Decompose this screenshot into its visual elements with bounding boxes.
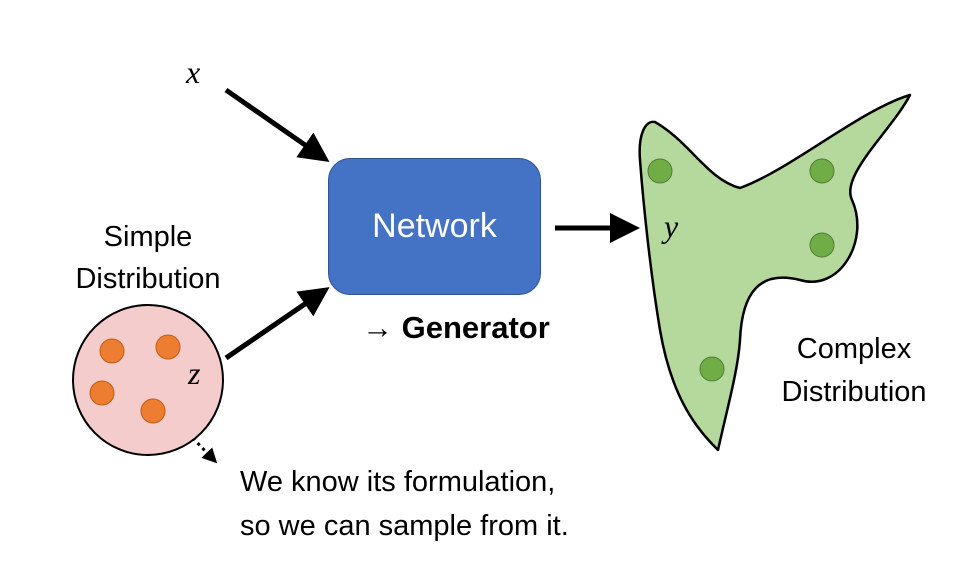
complex-sample-dot [699,356,725,382]
sample-note-line2: so we can sample from it. [240,510,569,542]
complex-label-line1: Complex [796,333,912,365]
simple-label-line1: Simple [103,221,193,253]
sample-note-line1: We know its formulation, [240,466,556,498]
complex-sample-dot [809,232,835,258]
network-box: Network [328,158,541,295]
simple-sample-dot [99,338,125,364]
x-symbol: x [186,54,201,90]
simple-sample-dot [155,334,181,360]
y-symbol: y [664,208,679,244]
x-to-network-arrow [224,87,330,162]
complex-sample-dot [809,158,835,184]
sample-note: We know its formulation, so we can sampl… [240,460,569,548]
complex-sample-dot [647,158,673,184]
complex-distribution-label: Complex Distribution [752,328,956,414]
complex-label-line2: Distribution [781,376,927,408]
z-to-network-arrow [224,287,330,361]
simple-distribution-circle [72,304,224,456]
simple-distribution-samples [89,334,181,424]
z-symbol: z [188,355,201,391]
arrow-glyph: → [362,310,393,345]
simple-label-line2: Distribution [75,263,221,295]
simple-sample-dot [89,380,115,406]
complex-distribution-samples [647,158,835,382]
simple-sample-dot [140,398,166,424]
network-label: Network [372,207,497,245]
generator-text: Generator [401,310,550,345]
generator-label: → Generator [362,312,550,343]
simple-distribution-label: Simple Distribution [46,216,250,300]
